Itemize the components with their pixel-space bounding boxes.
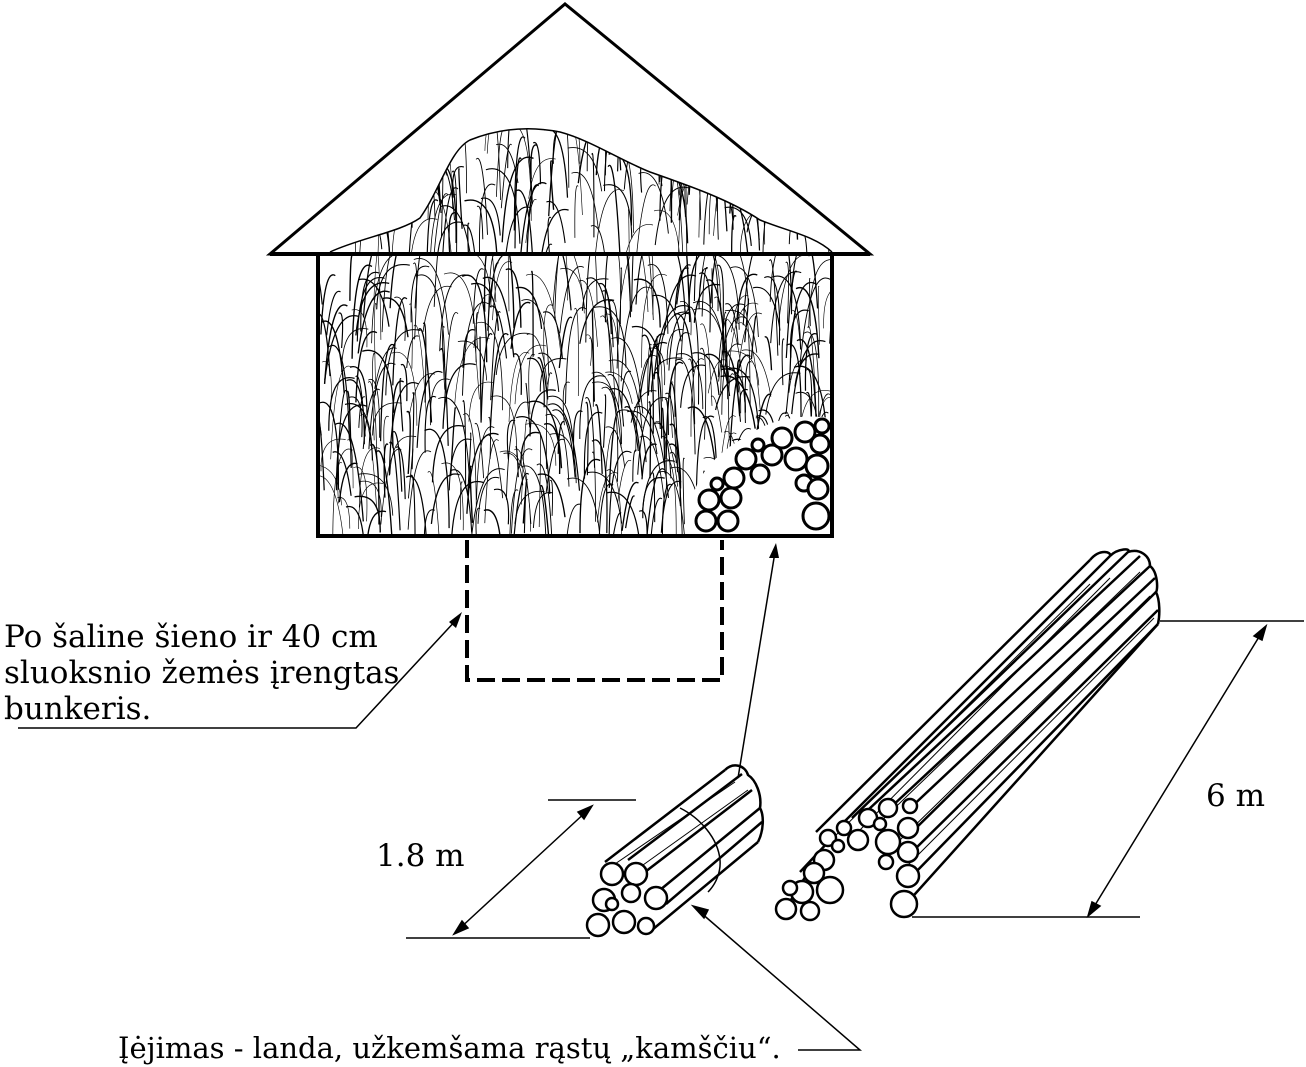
bunker-leader bbox=[18, 617, 459, 729]
log-plug-bundle bbox=[585, 764, 764, 938]
bunker-label-line3: bunkeris. bbox=[4, 691, 152, 727]
bunker-label-line1: Po šaline šieno ir 40 cm bbox=[4, 619, 378, 655]
bunker-outline bbox=[465, 540, 724, 682]
plug-length-label: 1.8 m bbox=[376, 838, 465, 874]
entrance-label: Įėjimas - landa, užkemšama rąstų „kamšči… bbox=[118, 1031, 781, 1065]
roof-outline bbox=[265, 2, 875, 256]
log-pile bbox=[774, 548, 1161, 922]
log-length-dimension bbox=[912, 620, 1304, 919]
entrance-leader bbox=[690, 904, 863, 1051]
hay-texture-roof bbox=[330, 128, 832, 252]
plug-to-wall-arrow bbox=[737, 551, 776, 779]
shed-wall bbox=[316, 252, 834, 538]
wall-log-ends bbox=[694, 417, 831, 533]
log-length-label: 6 m bbox=[1206, 778, 1265, 814]
bunker-label-line2: sluoksnio žemės įrengtas bbox=[4, 655, 400, 691]
hay-pile-outline bbox=[329, 128, 833, 253]
plug-length-dimension bbox=[406, 799, 636, 939]
